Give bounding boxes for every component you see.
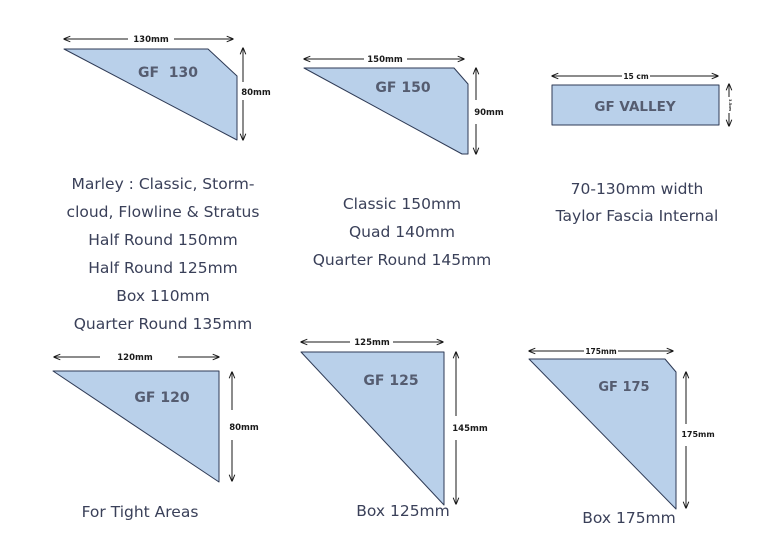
caption-line: For Tight Areas (81, 503, 199, 521)
profile-gf130: GF 130 130mm 80mm (64, 35, 271, 140)
caption-gf175: Box 175mm (569, 504, 689, 532)
profile-gf150-name: GF 150 (375, 80, 430, 96)
caption-line: Taylor Fascia Internal (555, 207, 719, 225)
profile-gfvalley-name: GF VALLEY (594, 99, 675, 115)
profile-gf130-width-label: 130mm (133, 35, 169, 45)
profile-gf120-name: GF 120 (134, 390, 189, 406)
profile-gf125: GF 125 125mm 145mm (300, 338, 488, 506)
caption-line: Box 110mm (116, 287, 210, 305)
caption-line: Quarter Round 135mm (73, 315, 253, 333)
caption-line: Half Round 125mm (88, 259, 238, 277)
profile-gf150: GF 150 150mm 90mm (304, 55, 504, 154)
profile-gf125-shape (300, 351, 445, 506)
profile-gf120-width-label: 120mm (117, 353, 153, 363)
caption-line: 70-130mm width (570, 180, 704, 198)
caption-gf150: Classic 150mm Quad 140mm Quarter Round 1… (292, 190, 512, 274)
caption-line: Quarter Round 145mm (312, 251, 492, 269)
profile-gf175-height-label: 175mm (681, 430, 714, 439)
caption-gf120: For Tight Areas (60, 498, 220, 526)
profile-gf175-shape (528, 358, 677, 510)
caption-line: Quad 140mm (348, 223, 456, 241)
profile-gf150-shape (303, 67, 469, 155)
caption-line: Box 175mm (582, 509, 676, 527)
profile-gfvalley: GF VALLEY 15 cm 3.5cm (552, 72, 732, 126)
caption-line: cloud, Flowline & Stratus (66, 203, 260, 221)
profile-gfvalley-shape (551, 84, 720, 126)
caption-gf125: Box 125mm (343, 497, 463, 525)
profile-gf130-name: GF 130 (138, 65, 198, 81)
profile-gf120-shape (52, 370, 220, 483)
profile-gf175-name: GF 175 (598, 380, 649, 395)
profile-gf150-width-label: 150mm (367, 55, 403, 65)
profile-gf150-height-label: 90mm (474, 108, 504, 118)
profile-gf130-height-label: 80mm (241, 88, 271, 98)
caption-gfvalley: 70-130mm width Taylor Fascia Internal (540, 176, 734, 230)
profile-gf120: GF 120 120mm 80mm (52, 353, 259, 483)
caption-line: Classic 150mm (342, 195, 462, 213)
profile-gf130-shape (63, 48, 238, 141)
caption-line: Box 125mm (356, 502, 450, 520)
profile-gf125-name: GF 125 (363, 373, 418, 389)
profile-gfvalley-height-label: 3.5cm (728, 99, 732, 111)
profile-gf120-height-label: 80mm (229, 423, 259, 433)
profile-gf125-height-label: 145mm (452, 424, 488, 434)
profile-gf175: GF 175 175mm 175mm (528, 347, 715, 510)
profile-gfvalley-width-label: 15 cm (623, 72, 648, 81)
caption-line: Half Round 150mm (88, 231, 238, 249)
profile-gf175-width-label: 175mm (585, 347, 616, 356)
caption-gf130: Marley : Classic, Storm- cloud, Flowline… (44, 170, 282, 338)
profile-gf125-width-label: 125mm (354, 338, 390, 348)
caption-line: Marley : Classic, Storm- (71, 175, 255, 193)
